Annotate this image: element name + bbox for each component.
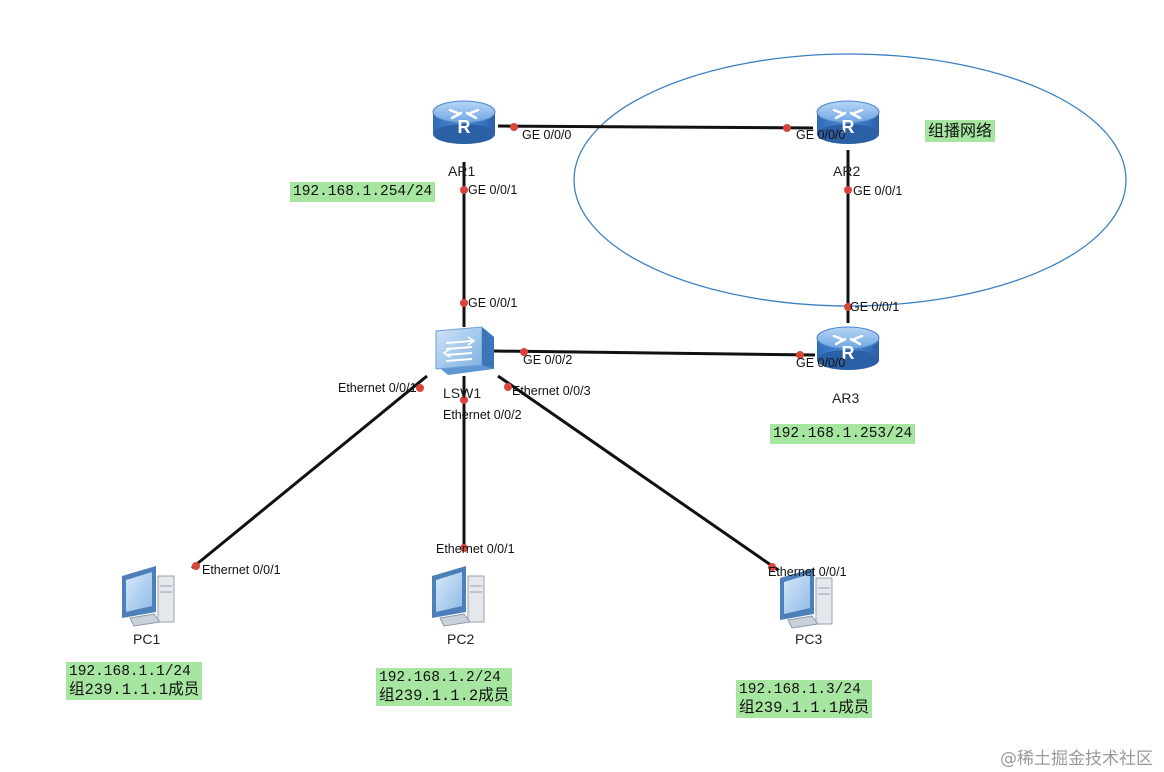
- ar3-label: AR3: [832, 390, 860, 406]
- pc-icon[interactable]: [121, 565, 175, 627]
- port-label-ar1-ge001: GE 0/0/1: [468, 183, 518, 197]
- port-dots: [192, 123, 852, 571]
- pc2-ip: 192.168.1.2/24: [379, 670, 501, 686]
- port-label-ar3-ge001: GE 0/0/1: [850, 300, 900, 314]
- multicast-network-ellipse: [573, 53, 1127, 307]
- multicast-network-tag: 组播网络: [925, 120, 996, 142]
- link-lsw1-ar3[interactable]: [492, 349, 816, 357]
- pc1-group: 组239.1.1.1成员: [69, 681, 200, 699]
- pc3-group: 组239.1.1.1成员: [739, 699, 870, 717]
- switch-icon[interactable]: [435, 326, 494, 375]
- link-ar1-ar2[interactable]: [497, 124, 814, 130]
- port-label-lsw1-eth3: Ethernet 0/0/3: [512, 384, 591, 398]
- watermark: @稀土掘金技术社区: [1000, 749, 1153, 769]
- port-label-lsw1-eth2: Ethernet 0/0/2: [443, 408, 522, 422]
- pc2-label: PC2: [447, 631, 475, 647]
- port-label-pc3-eth: Ethernet 0/0/1: [768, 565, 847, 579]
- port-label-ar1-ge000: GE 0/0/0: [522, 128, 572, 142]
- pc3-tag: 192.168.1.3/24 组239.1.1.1成员: [736, 680, 873, 718]
- pc1-tag: 192.168.1.1/24 组239.1.1.1成员: [66, 662, 203, 700]
- ar1-label: AR1: [448, 163, 476, 179]
- port-label-pc2-eth: Ethernet 0/0/1: [436, 542, 515, 556]
- ar2-label: AR2: [833, 163, 861, 179]
- pc3-label: PC3: [795, 631, 823, 647]
- pc3-ip: 192.168.1.3/24: [739, 682, 861, 698]
- port-label-lsw1-eth1: Ethernet 0/0/1: [338, 381, 417, 395]
- port-label-lsw1-ge001: GE 0/0/1: [468, 296, 518, 310]
- pc1-label: PC1: [133, 631, 161, 647]
- pc2-tag: 192.168.1.2/24 组239.1.1.2成员: [376, 668, 513, 706]
- pc2-group: 组239.1.1.2成员: [379, 687, 510, 705]
- pc-icon[interactable]: [431, 565, 485, 627]
- ar1-ip-tag: 192.168.1.254/24: [290, 182, 436, 202]
- port-label-ar2-ge000: GE 0/0/0: [796, 128, 846, 142]
- router-icon[interactable]: [431, 99, 497, 146]
- port-label-lsw1-ge002: GE 0/0/2: [523, 353, 573, 367]
- pc1-ip: 192.168.1.1/24: [69, 664, 191, 680]
- port-label-ar3-ge000: GE 0/0/0: [796, 356, 846, 370]
- lsw1-label: LSW1: [443, 385, 482, 401]
- link-lsw1-pc1[interactable]: [191, 374, 428, 570]
- link-lsw1-pc3[interactable]: [497, 374, 779, 572]
- ar3-ip-tag: 192.168.1.253/24: [770, 424, 916, 444]
- port-label-pc1-eth: Ethernet 0/0/1: [202, 563, 281, 577]
- port-label-ar2-ge001: GE 0/0/1: [853, 184, 903, 198]
